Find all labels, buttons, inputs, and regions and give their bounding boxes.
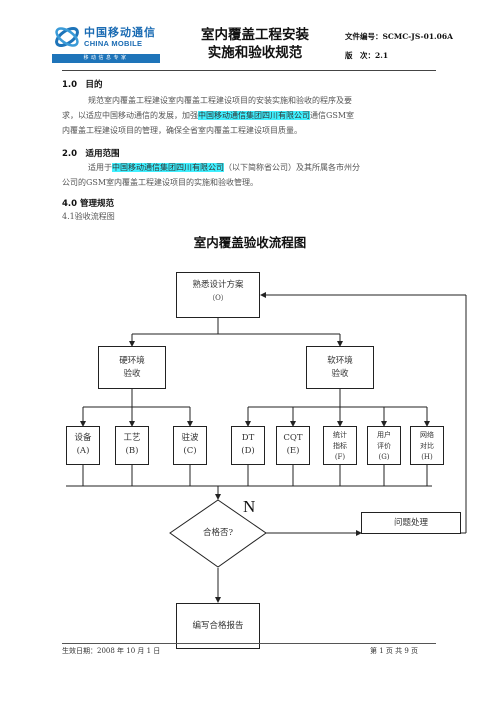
section-2-paragraph: 适用于中国移动通信集团四川有限公司（以下简称省公司）及其所属各市州分 公司的GS… (62, 160, 438, 190)
start-box-line1: 熟悉设计方案 (192, 280, 244, 290)
section-2-line1-tail: （以下简称省公司）及其所属各市州分 (224, 163, 360, 172)
decision-no-label: N (243, 497, 256, 516)
section-2-heading: 2.0 适用范围 (62, 149, 120, 159)
section-4-1-label: 4.1验收流程图 (62, 212, 115, 221)
start-box-design: 熟悉设计方案 （O） (176, 272, 260, 318)
report-box-label: 编写合格报告 (192, 621, 244, 631)
company-name-highlight: 中国移动通信集团四川有限公司 (198, 111, 310, 120)
item-box-equipment-code: (A) (76, 446, 90, 456)
item-box-user-eval-label2: 评价 (377, 442, 391, 450)
item-box-network-compare: 网络 对比 (H) (410, 426, 444, 465)
hard-env-line2: 验收 (123, 369, 141, 379)
section-1-heading: 1.0 目的 (62, 80, 103, 90)
item-box-network-compare-label2: 对比 (420, 442, 434, 450)
china-mobile-emblem-icon (55, 27, 79, 47)
item-box-statistics-label2: 指标 (333, 442, 347, 450)
item-box-vswr-code: (C) (183, 446, 197, 456)
hard-env-box: 硬环境 验收 (98, 346, 166, 389)
item-box-cqt: CQT (E) (276, 426, 310, 465)
section-2-line1-text: 适用于 (88, 163, 112, 172)
soft-env-line2: 验收 (331, 369, 349, 379)
item-box-network-compare-code: (H) (421, 453, 433, 461)
decision-label: 合格否? (202, 528, 234, 538)
header-divider (62, 70, 436, 71)
footer-divider (62, 643, 436, 644)
item-box-equipment-label: 设备 (74, 433, 92, 443)
item-box-user-eval: 用户 评价 (G) (367, 426, 401, 465)
document-title-line1: 室内覆盖工程安装 (201, 27, 309, 43)
item-box-dt-label: DT (241, 433, 255, 443)
item-box-vswr-label: 驻波 (181, 433, 199, 443)
flowchart-title: 室内覆盖验收流程图 (193, 235, 307, 250)
document-number-label: 文件编号： (345, 32, 383, 41)
section-1-line1: 规范室内覆盖工程建设室内覆盖工程建设项目的安装实施和验收的程序及要 (88, 96, 352, 105)
section-2-line1: 适用于中国移动通信集团四川有限公司（以下简称省公司）及其所属各市州分 (62, 160, 438, 175)
document-version-label: 版 次： (345, 51, 375, 60)
hard-env-line1: 硬环境 (119, 356, 145, 366)
item-box-craft: 工艺 (B) (115, 426, 149, 465)
item-box-network-compare-label1: 网络 (420, 431, 434, 439)
logo-english-name: CHINA MOBILE (84, 39, 143, 48)
section-2-line2: 公司的GSM室内覆盖工程建设项目的实施和验收管理。 (62, 178, 259, 187)
problem-handling-box: 问题处理 (361, 512, 461, 534)
item-box-statistics-label1: 统计 (333, 431, 347, 439)
section-1-line2-text: 求，以适应中国移动通信的发展，加强 (62, 111, 198, 120)
document-number-value: SCMC-JS-01.06A (382, 32, 453, 41)
item-box-dt: DT (D) (231, 426, 265, 465)
document-title-line2: 实施和验收规范 (207, 45, 303, 61)
logo-chinese-name: 中国移动通信 (84, 26, 156, 39)
item-box-cqt-code: (E) (286, 446, 300, 456)
logo-tagline: 移动信息专家 (52, 54, 160, 63)
start-box-line2: （O） (208, 294, 228, 302)
item-box-craft-code: (B) (125, 446, 139, 456)
china-mobile-logo: 中国移动通信 CHINA MOBILE 移动信息专家 (52, 22, 164, 64)
item-box-user-eval-code: (G) (378, 453, 390, 461)
company-name-highlight-2: 中国移动通信集团四川有限公司 (112, 163, 224, 172)
document-version: 版 次：2.1 (345, 50, 388, 61)
section-1-line2-tail: 通信GSM室 (310, 111, 355, 120)
section-1-line2: 求，以适应中国移动通信的发展，加强中国移动通信集团四川有限公司通信GSM室 (62, 108, 438, 123)
section-1-paragraph: 规范室内覆盖工程建设室内覆盖工程建设项目的安装实施和验收的程序及要 求，以适应中… (62, 93, 438, 138)
document-number: 文件编号：SCMC-JS-01.06A (345, 31, 453, 42)
page-number: 第 1 页 共 9 页 (370, 647, 419, 655)
soft-env-box: 软环境 验收 (306, 346, 374, 389)
section-4-heading: 4.0 管理规范 (62, 199, 115, 209)
document-version-value: 2.1 (375, 51, 389, 60)
section-1-line3: 内覆盖工程建设项目的管理，确保全省室内覆盖工程建设项目质量。 (62, 126, 302, 135)
item-box-user-eval-label1: 用户 (377, 431, 391, 439)
document-title: 室内覆盖工程安装 实施和验收规范 (180, 26, 330, 62)
item-box-equipment: 设备 (A) (66, 426, 100, 465)
decision-diamond-shape (169, 499, 267, 568)
item-box-craft-label: 工艺 (123, 433, 141, 443)
item-box-statistics-code: (F) (334, 453, 346, 461)
report-box: 编写合格报告 (176, 603, 260, 649)
item-box-vswr: 驻波 (C) (173, 426, 207, 465)
item-box-statistics: 统计 指标 (F) (323, 426, 357, 465)
problem-handling-label: 问题处理 (393, 518, 428, 528)
item-box-dt-code: (D) (241, 446, 255, 456)
item-box-cqt-label: CQT (283, 433, 303, 443)
soft-env-line1: 软环境 (327, 356, 353, 366)
effective-date: 生效日期：2008 年 10 月 1 日 (62, 647, 161, 655)
